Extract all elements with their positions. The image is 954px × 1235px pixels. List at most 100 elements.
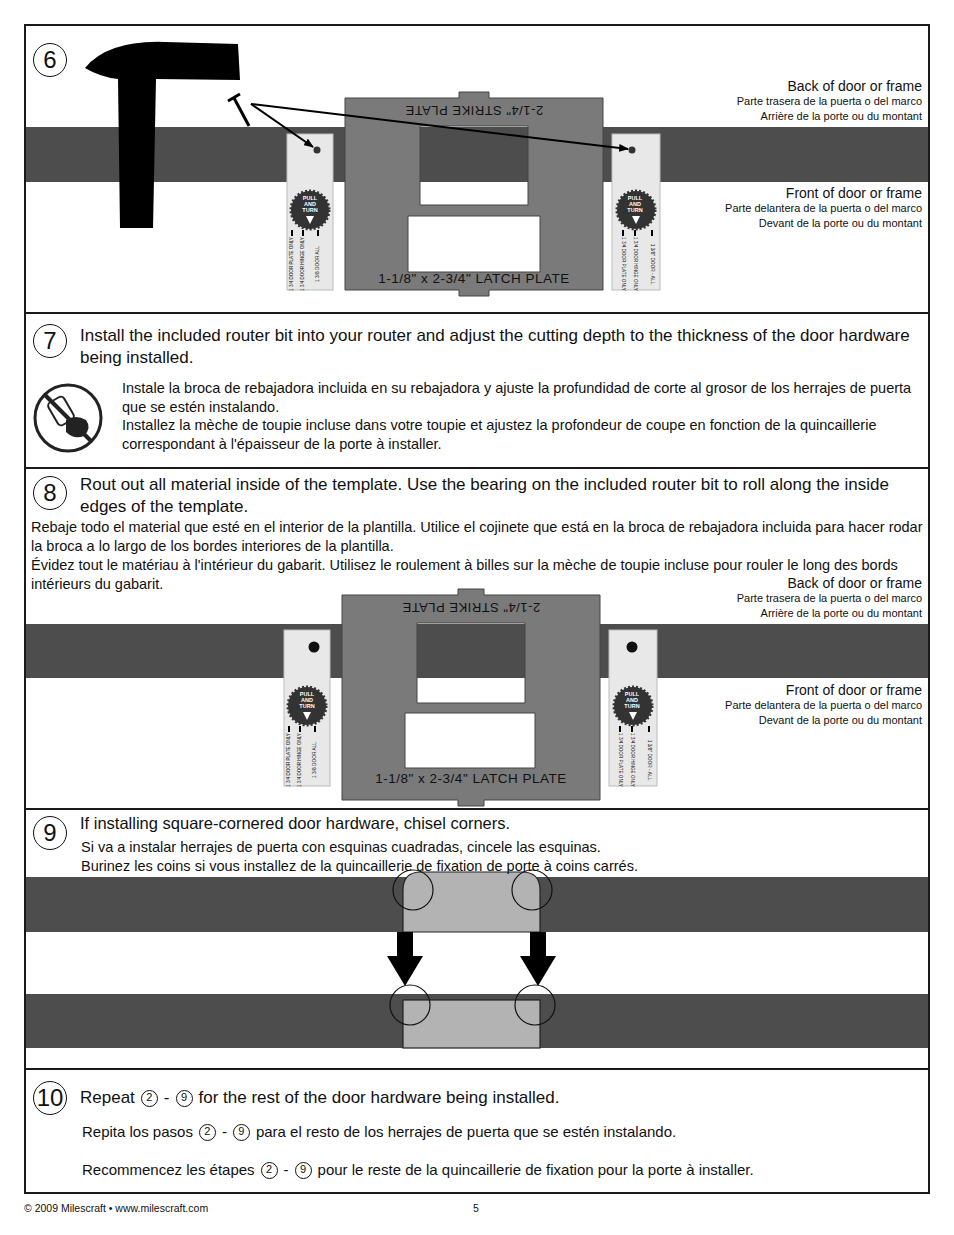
instruction-text: Front of door or frame	[598, 185, 922, 202]
step-reference-text: 9	[238, 1125, 244, 1138]
strip-label: PULL AND TURN	[297, 195, 323, 213]
step-panel: Repeatfor the rest of the door hardware …	[24, 1068, 930, 1194]
step-number: 10	[33, 1081, 67, 1115]
instruction-text: If installing square-cornered door hardw…	[80, 813, 920, 833]
illustration-part	[629, 147, 636, 154]
instruction-text: Rout out all material inside of the temp…	[80, 474, 920, 518]
pin-strip: PULL AND TURN1 3/4 DOOR PLATE ONLY1 3/4 …	[609, 630, 657, 786]
illustration-part	[287, 134, 333, 290]
instruction-text: Burinez les coins si vous installez de l…	[81, 857, 921, 876]
step-reference: 2	[261, 1162, 278, 1179]
template-label: 1-1/8" x 2-3/4" LATCH PLATE	[378, 271, 569, 287]
step-panel: If installing square-cornered door hardw…	[24, 808, 930, 1070]
strip-label: 1 3/4 DOOR HINGE ONLY	[632, 237, 638, 291]
strip-label: PULL AND TURN	[294, 691, 320, 709]
door-edge-band	[25, 127, 929, 182]
instruction-text: Parte trasera de la puerta o del marco	[598, 95, 922, 108]
instruction-text: Devant de la porte ou du montant	[598, 217, 922, 230]
instruction-text: Parte delantera de la puerta o del marco	[598, 202, 922, 215]
illustration-part	[234, 98, 249, 126]
illustration-part	[45, 395, 91, 441]
door-edge-band	[25, 624, 929, 678]
instruction-text: Arrière de la porte ou du montant	[598, 110, 922, 123]
step-range-dash: -	[222, 1123, 227, 1141]
step-reference: 2	[141, 1090, 158, 1107]
instruction-text: Back of door or frame	[598, 78, 922, 95]
strip-label: 1 3/8 DOOR ALL	[315, 246, 321, 282]
template-label: 2-1/4" STRIKE PLATE	[405, 102, 543, 118]
nail	[228, 94, 249, 126]
instruction-text: Arrière de la porte ou du montant	[598, 607, 922, 620]
strip-label: 1 3/4 DOOR PLATE ONLY	[620, 237, 626, 291]
step-reference-text: 2	[204, 1125, 210, 1138]
chisel-corners-illustration	[25, 870, 929, 1048]
strip-label: 1 3/4 DOOR PLATE ONLY	[289, 237, 295, 291]
step-reference-text: 9	[181, 1091, 187, 1104]
illustration-part	[387, 932, 556, 986]
router-template	[345, 92, 603, 296]
strip-label: PULL AND TURN	[622, 195, 648, 213]
illustration-part	[314, 147, 321, 154]
illustration-part	[612, 134, 660, 290]
instruction-text: para el resto de los herrajes de puerta …	[256, 1123, 676, 1141]
step-number: 9	[33, 816, 67, 850]
illustration-part	[515, 985, 555, 1025]
instruction-text: Repita los pasos	[82, 1123, 193, 1141]
step-reference-text: 2	[266, 1163, 272, 1176]
template-label: 1-1/8" x 2-3/4" LATCH PLATE	[375, 771, 566, 787]
instruction-text: Install the included router bit into you…	[80, 325, 910, 369]
instruction-text: Front of door or frame	[598, 682, 922, 699]
illustration-part	[627, 642, 638, 653]
instruction-text: Back of door or frame	[598, 575, 922, 592]
step-reference-text: 2	[146, 1091, 152, 1104]
strip-label: 1 3/4 DOOR PLATE ONLY	[617, 733, 623, 787]
instruction-text: Si va a instalar herrajes de puerta con …	[81, 838, 921, 857]
strip-label: 1 3/8" DOOR - ALL	[649, 244, 655, 285]
illustration-part	[390, 985, 430, 1025]
step-reference-text: 9	[300, 1163, 306, 1176]
illustration-part	[284, 630, 330, 786]
illustration-part	[393, 870, 433, 910]
instruction-text: Recommencez les étapes	[82, 1161, 255, 1179]
step-number-text: 10	[37, 1084, 64, 1113]
illustration-part	[35, 385, 101, 451]
router-template	[342, 589, 600, 806]
pin-strip	[284, 630, 657, 786]
instruction-text: Devant de la porte ou du montant	[598, 714, 922, 727]
pin-strip	[287, 134, 660, 290]
illustration-part	[403, 1000, 540, 1048]
illustration-part	[306, 216, 640, 224]
strip-label: 1 3/4 DOOR HINGE ONLY	[297, 733, 303, 787]
step-range-dash: -	[284, 1161, 289, 1179]
strip-label: 1 3/8" DOOR - ALL	[646, 740, 652, 781]
step-panel: Back of door or frameParte trasera de la…	[24, 24, 930, 314]
template-label: 2-1/4" STRIKE PLATE	[402, 599, 540, 615]
no-hands-symbol	[35, 385, 101, 451]
instruction-text: Rebaje todo el material que esté en el i…	[31, 518, 925, 556]
router-template: 2-1/4" STRIKE PLATE 1-1/8" x 2-3/4" LATCH…	[342, 595, 600, 800]
instruction-text: pour le reste de la quincaillerie de fix…	[318, 1161, 754, 1179]
step6-illustration	[25, 42, 929, 296]
footer-copyright: © 2009 Milescraft • www.milescraft.com	[24, 1202, 208, 1215]
instruction-text: Instale la broca de rebajadora incluida …	[122, 379, 912, 416]
router-template: 2-1/4" STRIKE PLATE 1-1/8" x 2-3/4" LATCH…	[345, 98, 603, 290]
step-number-text: 8	[43, 479, 56, 508]
illustration-part	[403, 872, 540, 932]
strip-label: 1 3/4 DOOR HINGE ONLY	[629, 733, 635, 787]
illustration-part	[292, 230, 652, 236]
step-reference: 9	[233, 1124, 250, 1141]
strip-label: 1 3/4 DOOR HINGE ONLY	[300, 237, 306, 291]
pin-strip: PULL AND TURN1 3/4 DOOR PLATE ONLY1 3/4 …	[284, 630, 330, 786]
step-reference: 2	[199, 1124, 216, 1141]
instruction-text: for the rest of the door hardware being …	[199, 1088, 560, 1108]
illustration-part	[609, 630, 657, 786]
instruction-text: Installez la mèche de toupie incluse dan…	[122, 416, 912, 453]
illustration-part	[25, 994, 929, 1048]
pin-strip: PULL AND TURN 1 3/4 DOOR PLATE ONLY 1 3/4 …	[287, 134, 333, 290]
illustration-part	[228, 94, 240, 101]
step-reference: 9	[295, 1162, 312, 1179]
step-number-text: 6	[43, 46, 56, 75]
step-number-text: 7	[43, 327, 56, 356]
step-panel: Install the included router bit into you…	[24, 312, 930, 469]
